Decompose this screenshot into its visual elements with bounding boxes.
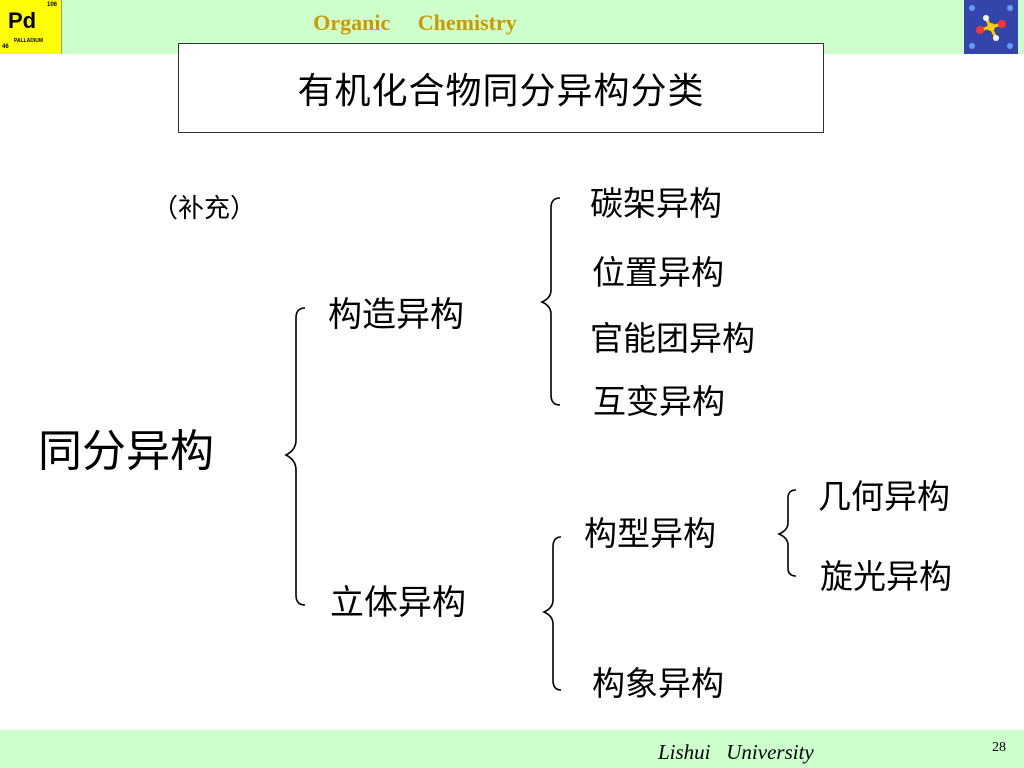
footer-band bbox=[0, 730, 1024, 768]
functional-group-isomerism-label: 官能团异构 bbox=[590, 319, 755, 358]
course-title: Organic Chemistry bbox=[313, 10, 517, 35]
element-number: 46 bbox=[2, 44, 9, 50]
element-symbol: Pd bbox=[8, 8, 37, 33]
optical-isomerism-label: 旋光异构 bbox=[820, 557, 952, 596]
stereo-brace bbox=[542, 536, 562, 691]
supplement-note: （补充） bbox=[152, 194, 257, 224]
configurational-isomerism-label: 构型异构 bbox=[584, 514, 716, 553]
slide-title-box: 有机化合物同分异构分类 bbox=[178, 43, 824, 133]
page-number: 28 bbox=[992, 740, 1006, 755]
molecule-model-icon bbox=[964, 0, 1018, 54]
stereoisomerism-label: 立体异构 bbox=[330, 583, 466, 623]
root-isomerism-label: 同分异构 bbox=[38, 426, 214, 477]
positional-isomerism-label: 位置异构 bbox=[592, 253, 724, 292]
constitutional-isomerism-label: 构造异构 bbox=[328, 295, 464, 335]
university-name: Lishui University bbox=[658, 740, 814, 764]
element-name: PALLADIUM bbox=[14, 38, 44, 44]
geometric-isomerism-label: 几何异构 bbox=[818, 477, 950, 516]
element-mass: 106 bbox=[46, 2, 57, 8]
conformational-isomerism-label: 构象异构 bbox=[592, 664, 724, 703]
tautomerism-label: 互变异构 bbox=[593, 382, 725, 421]
slide-title: 有机化合物同分异构分类 bbox=[297, 71, 705, 112]
root-brace bbox=[284, 307, 306, 606]
carbon-skeleton-isomerism-label: 碳架异构 bbox=[590, 184, 722, 223]
constitutional-brace bbox=[540, 197, 561, 406]
configurational-brace bbox=[777, 489, 797, 577]
palladium-logo: 106 Pd PALLADIUM 46 bbox=[0, 0, 62, 54]
